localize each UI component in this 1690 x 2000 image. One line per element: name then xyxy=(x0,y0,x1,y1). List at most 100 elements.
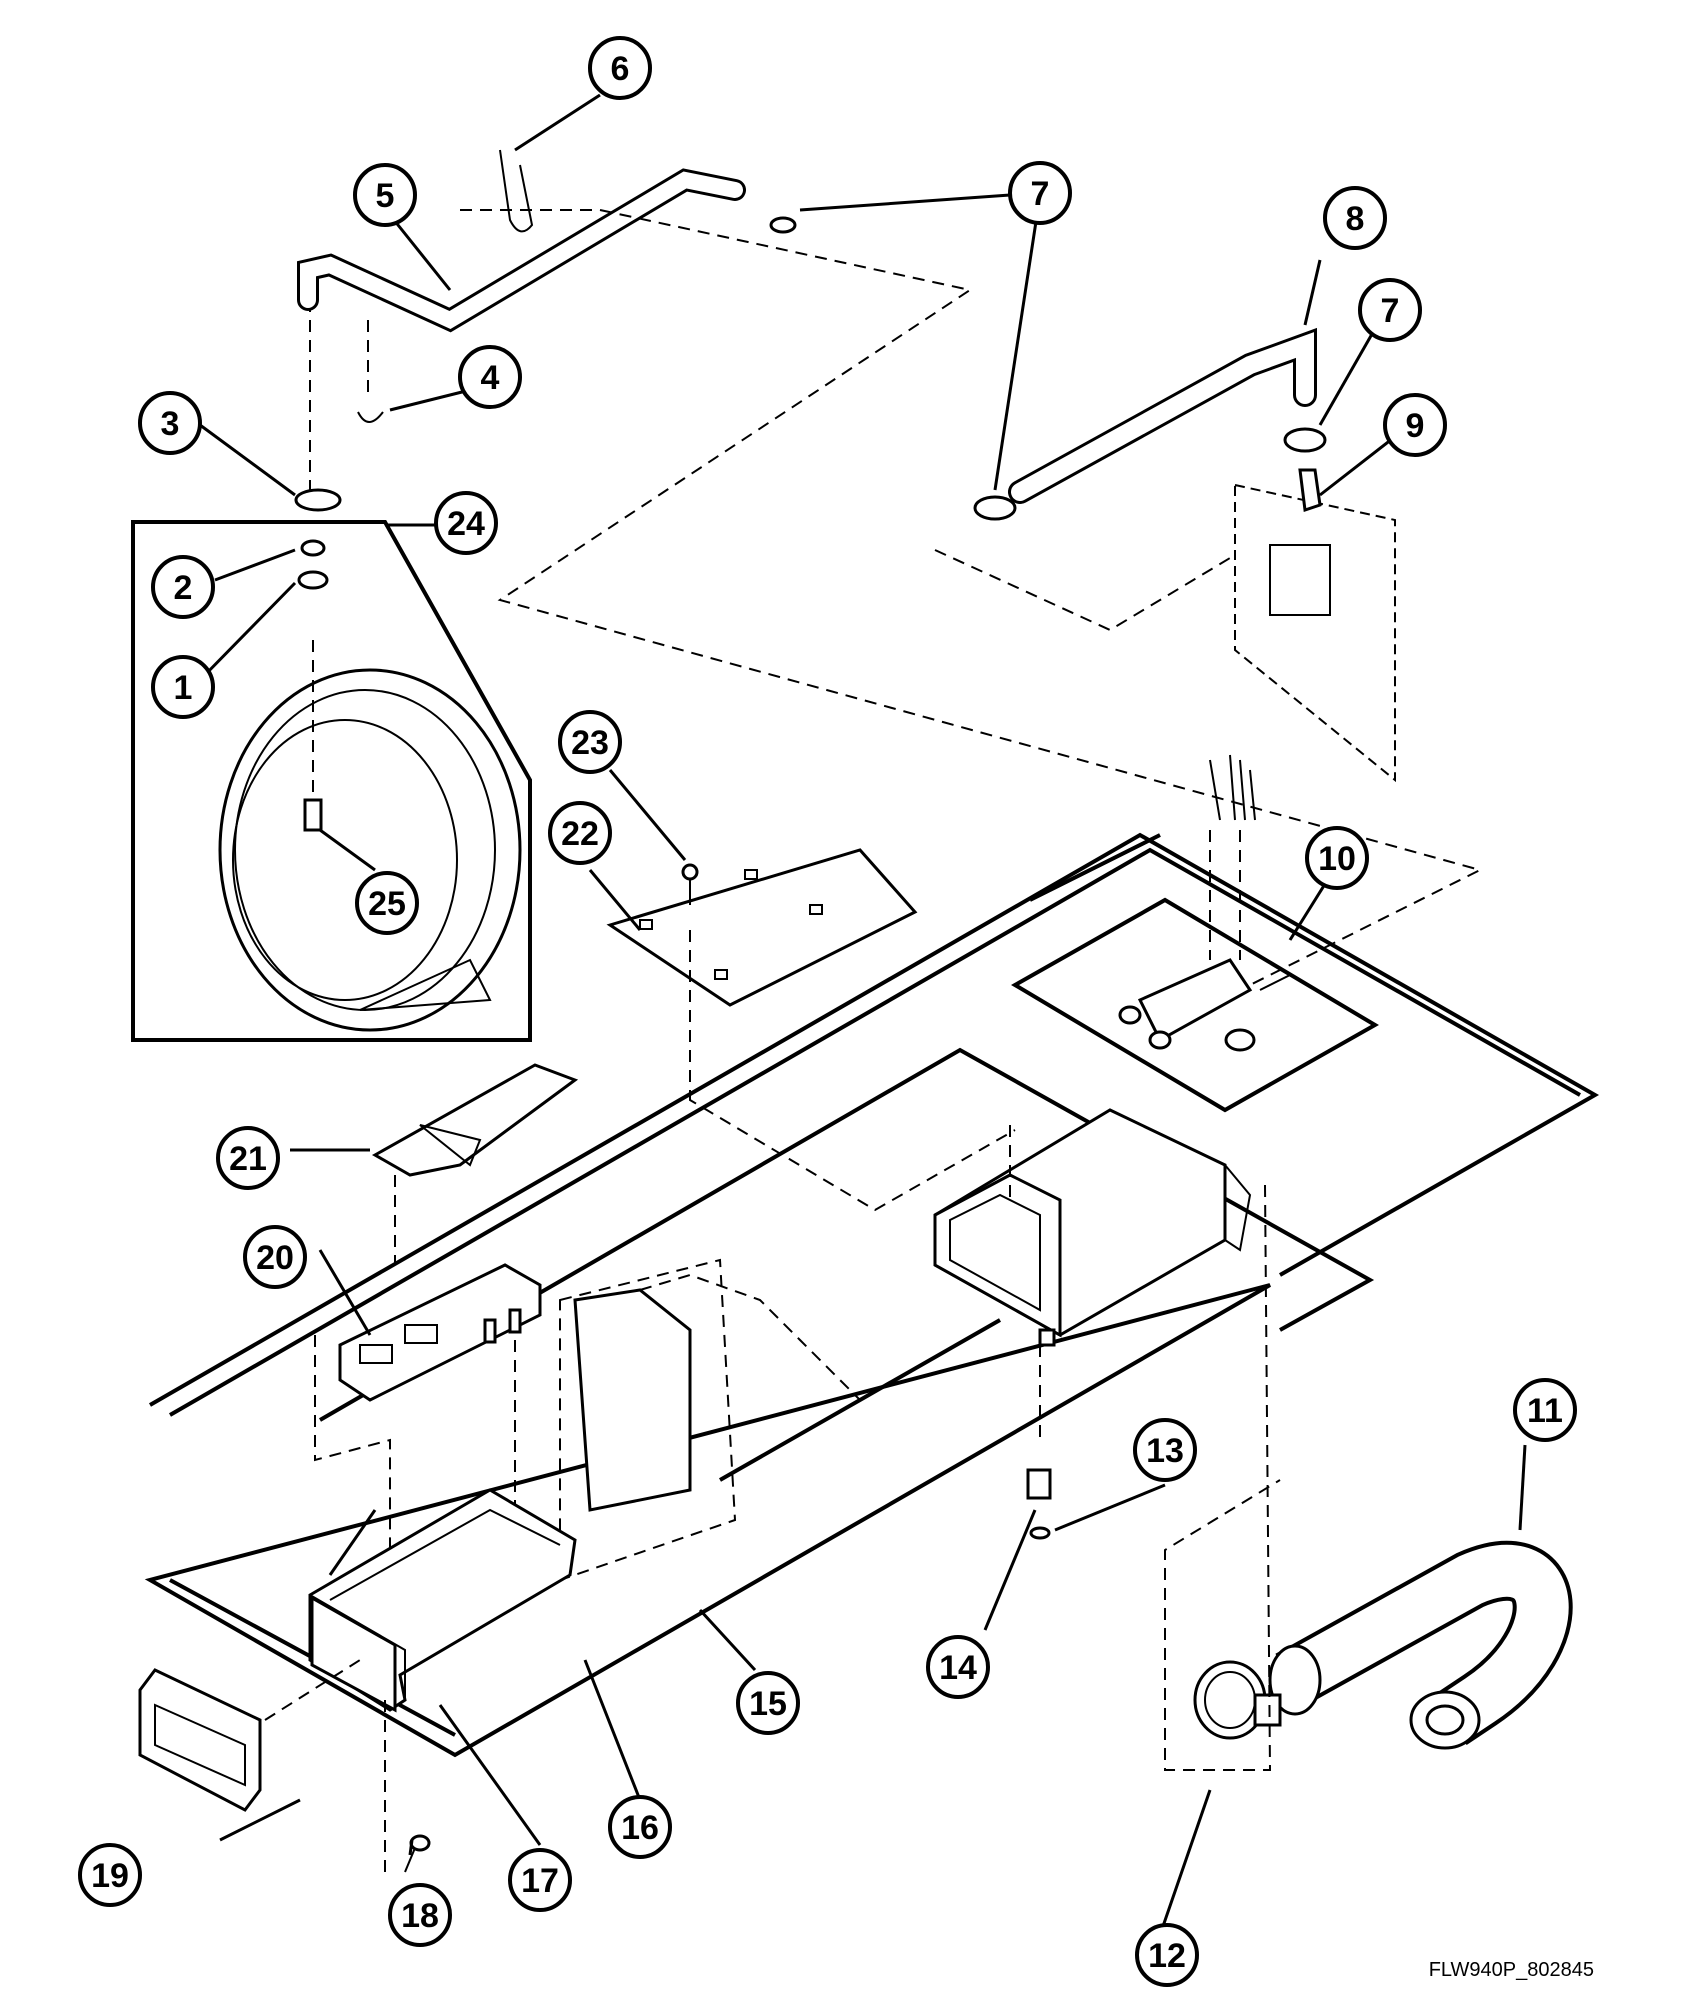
callout-20: 20 xyxy=(243,1225,307,1289)
callout-label: 18 xyxy=(401,1897,439,1935)
clip-4 xyxy=(357,411,384,423)
callout-label: 7 xyxy=(1031,175,1050,213)
screw-13 xyxy=(1029,1526,1051,1540)
callout-12: 12 xyxy=(1135,1923,1199,1987)
callout-label: 1 xyxy=(174,669,193,707)
clamp-7-upper xyxy=(769,216,797,234)
callout-9: 9 xyxy=(1383,393,1447,457)
cabinet-panel-outline xyxy=(144,832,1600,1758)
callout-3: 3 xyxy=(138,391,202,455)
hose-8 xyxy=(1008,327,1317,504)
callout-14: 14 xyxy=(926,1635,990,1699)
callout-label: 2 xyxy=(174,569,193,607)
callout-circle xyxy=(353,163,417,227)
callout-8: 8 xyxy=(1323,186,1387,250)
callout-label: 6 xyxy=(611,50,630,88)
callout-circle xyxy=(1323,186,1387,250)
clamp-7-right xyxy=(1283,427,1327,453)
callout-label: 11 xyxy=(1527,1392,1563,1430)
callout-6: 6 xyxy=(588,36,652,100)
callout-circle xyxy=(355,871,419,935)
callout-label: 10 xyxy=(1318,840,1356,878)
callout-circle xyxy=(1383,393,1447,457)
callout-label: 7 xyxy=(1381,292,1400,330)
callout-17: 17 xyxy=(508,1848,572,1912)
callout-11: 11 xyxy=(1513,1378,1577,1442)
hose-clamp-12 xyxy=(1193,1660,1282,1740)
callout-label: 25 xyxy=(368,885,406,923)
water-valve-box xyxy=(1011,897,1379,1113)
callout-circle xyxy=(1513,1378,1577,1442)
dispenser-housing xyxy=(933,1108,1252,1347)
callout-circle xyxy=(608,1795,672,1859)
clamp-7-lower xyxy=(973,495,1017,521)
callout-circle xyxy=(151,655,215,719)
callout-label: 13 xyxy=(1146,1432,1184,1470)
valve-wires xyxy=(1209,754,1256,960)
callout-label: 8 xyxy=(1346,200,1365,238)
callout-circle xyxy=(151,555,215,619)
door-bellows-detail-box xyxy=(131,520,532,1042)
callout-23: 23 xyxy=(558,710,622,774)
callout-10: 10 xyxy=(1305,826,1369,890)
callout-7a: 7 xyxy=(1008,161,1072,225)
valve-bracket-9 xyxy=(1234,468,1396,783)
clamp-3 xyxy=(294,488,342,512)
callout-25: 25 xyxy=(355,871,419,935)
screw-23 xyxy=(681,863,699,905)
callout-label: 17 xyxy=(521,1862,559,1900)
callout-circle xyxy=(548,801,612,865)
callout-label: 4 xyxy=(481,359,500,397)
callout-circle xyxy=(216,1126,280,1190)
callout-circle xyxy=(388,1883,452,1947)
callout-circle xyxy=(1305,826,1369,890)
callout-18: 18 xyxy=(388,1883,452,1947)
callout-label: 19 xyxy=(91,1857,129,1895)
grommet-14 xyxy=(1026,1468,1052,1500)
callout-16: 16 xyxy=(608,1795,672,1859)
screw-18 xyxy=(404,1834,431,1873)
callout-circle xyxy=(558,710,622,774)
callout-label: 24 xyxy=(447,505,485,543)
nipple-25 xyxy=(303,640,323,832)
callout-22: 22 xyxy=(548,801,612,865)
callout-label: 15 xyxy=(749,1685,787,1723)
callout-circle xyxy=(736,1671,800,1735)
callout-label: 20 xyxy=(256,1239,294,1277)
callout-label: 22 xyxy=(561,815,599,853)
callout-21: 21 xyxy=(216,1126,280,1190)
callout-label: 5 xyxy=(376,177,395,215)
callout-4: 4 xyxy=(458,345,522,409)
control-board xyxy=(606,848,918,1007)
callout-circle xyxy=(78,1843,142,1907)
pump-phantom xyxy=(559,1258,861,1582)
callout-label: 14 xyxy=(939,1649,977,1687)
siphon-cap-21 xyxy=(371,1063,579,1177)
callout-circle xyxy=(1358,278,1422,342)
callout-13: 13 xyxy=(1133,1418,1197,1482)
water-valve-10 xyxy=(1118,958,1291,1052)
callout-label: 21 xyxy=(229,1140,267,1178)
callout-circle xyxy=(508,1848,572,1912)
callout-circle xyxy=(588,36,652,100)
leader-lines xyxy=(198,93,1527,1936)
drawer-insert-20 xyxy=(338,1263,542,1402)
callout-circle xyxy=(926,1635,990,1699)
callout-1: 1 xyxy=(151,655,215,719)
drawer-handle-19 xyxy=(138,1668,262,1812)
callout-label: 23 xyxy=(571,724,609,762)
callout-circle xyxy=(1133,1418,1197,1482)
drain-hose-11 xyxy=(1268,1540,1573,1750)
callout-circle xyxy=(243,1225,307,1289)
callout-circle xyxy=(1008,161,1072,225)
drawing-reference: FLW940P_802845 xyxy=(1428,1959,1594,1981)
callout-label: 9 xyxy=(1406,407,1425,445)
callout-7b: 7 xyxy=(1358,278,1422,342)
hose-5 xyxy=(297,168,746,333)
callout-circle xyxy=(138,391,202,455)
callout-15: 15 xyxy=(736,1671,800,1735)
callout-label: 12 xyxy=(1148,1937,1186,1975)
callout-circle xyxy=(458,345,522,409)
washer-2 xyxy=(300,539,326,557)
